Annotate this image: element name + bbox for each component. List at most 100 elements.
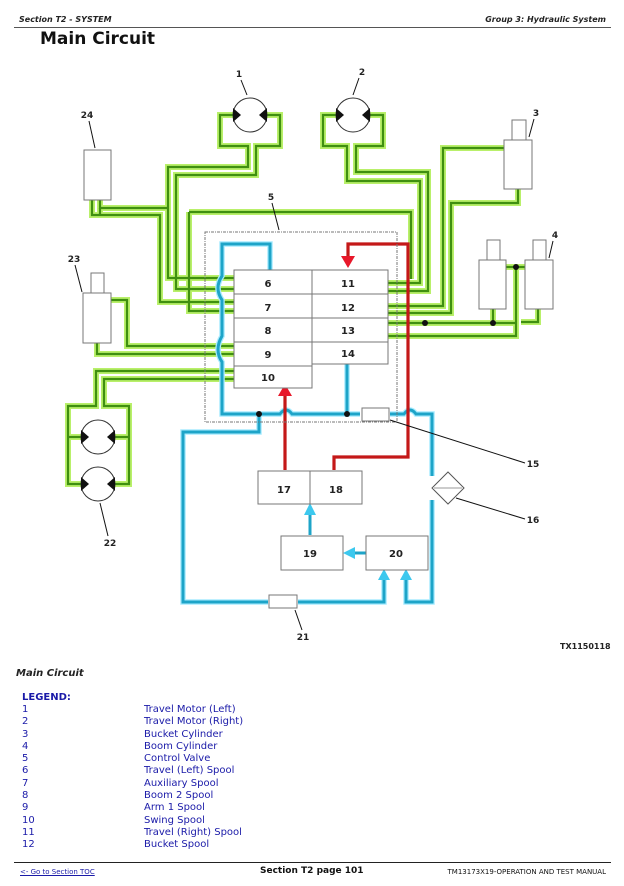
component-label: 20: [389, 549, 403, 560]
section-toc-link[interactable]: <- Go to Section TOC: [20, 868, 95, 876]
work-line: [66, 369, 234, 486]
spool-6: [233, 269, 313, 295]
work-line: [95, 343, 234, 356]
pump-18: [309, 470, 363, 505]
work-line: [354, 113, 430, 293]
work-line: [90, 200, 234, 304]
work-line: [102, 377, 234, 486]
spool-label: 13: [341, 326, 355, 337]
callout-1: 1: [236, 70, 242, 80]
legend-label: Swing Spool: [144, 814, 205, 826]
junction-dot: [422, 320, 428, 326]
pressure-lines: [278, 242, 410, 470]
legend-label: Travel (Right) Spool: [144, 826, 242, 838]
legend-number: 7: [22, 777, 29, 789]
footer-divider: [14, 862, 611, 863]
travel-motor-right: [335, 97, 371, 133]
legend-number: 2: [22, 716, 29, 728]
spool-label: 10: [261, 373, 275, 384]
figure-caption: Main Circuit: [16, 668, 84, 679]
callout-22: 22: [104, 539, 117, 549]
work-line: [521, 309, 540, 324]
spool-10: [233, 365, 313, 389]
legend-number: 5: [22, 753, 29, 765]
spool-8: [233, 317, 313, 343]
pressure-arrow: [278, 384, 292, 396]
callout-3: 3: [533, 109, 539, 119]
component-20: [365, 535, 429, 571]
work-line: [388, 189, 520, 315]
component-label: 19: [303, 549, 317, 560]
cylinder-23: [82, 272, 112, 344]
legend-number: 12: [22, 839, 35, 851]
work-line: [388, 146, 504, 308]
callouts: 1 2 3 4 5 15 16 21 22 23 24: [68, 68, 558, 643]
pump-17: [257, 470, 311, 505]
callout-24: 24: [81, 111, 94, 121]
spool-label: 9: [265, 350, 272, 361]
legend-number: 8: [22, 790, 29, 802]
work-line: [321, 113, 422, 285]
legend-label: Auxiliary Spool: [144, 777, 219, 789]
component-19: [280, 535, 344, 571]
callout-2: 2: [359, 68, 365, 78]
legend-number: 3: [22, 728, 29, 740]
return-lines: [180, 241, 435, 605]
pump-label: 17: [277, 485, 291, 496]
legend-label: Travel Motor (Right): [144, 716, 244, 728]
page-number: Section T2 page 101: [260, 866, 364, 876]
callout-21: 21: [297, 633, 310, 643]
component-16-cooler: [431, 471, 465, 505]
spool-9: [233, 341, 313, 367]
legend-label: Travel Motor (Left): [144, 704, 236, 715]
work-line: [388, 267, 518, 338]
legend-number: 10: [22, 814, 35, 826]
work-line-glow: [320, 112, 423, 286]
header-divider: [14, 27, 611, 28]
travel-motor-left: [232, 97, 268, 133]
control-valve-block: 6 7 8 9 10 11 12 13 14: [233, 269, 389, 389]
spool-label: 11: [341, 279, 355, 290]
legend-number: 1: [22, 704, 29, 715]
junction-dot: [256, 411, 262, 417]
legend-label: Arm 1 Spool: [144, 802, 205, 814]
junction-dot: [490, 320, 496, 326]
callout-4: 4: [552, 231, 558, 241]
work-line-glow: [97, 200, 168, 211]
legend-number: 11: [22, 826, 35, 838]
legend-item: 1 Travel Motor (Left): [22, 704, 243, 716]
work-line: [111, 298, 234, 348]
legend-item: 6 Travel (Left) Spool: [22, 765, 243, 777]
callout-5: 5: [268, 193, 274, 203]
legend-label: Travel (Left) Spool: [144, 765, 235, 777]
spool-label: 12: [341, 303, 355, 314]
work-line: [166, 113, 250, 280]
pump-label: 18: [329, 485, 343, 496]
legend-item: 10 Swing Spool: [22, 815, 243, 827]
bucket-cylinder: [503, 119, 533, 190]
flow-arrow-left: [343, 547, 355, 559]
hydraulic-circuit-diagram: 6 7 8 9 10 11 12 13 14 17 18 19 20: [65, 68, 558, 643]
component-21: [268, 594, 298, 609]
spool-13: [311, 317, 389, 343]
spool-label: 14: [341, 349, 355, 360]
legend-item: 7 Auxiliary Spool: [22, 778, 243, 790]
work-line: [187, 212, 234, 313]
callout-16: 16: [527, 516, 540, 526]
work-line: [174, 113, 282, 291]
legend-number: 6: [22, 765, 29, 777]
legend-label: Boom Cylinder: [144, 740, 218, 752]
boom-cylinder: [478, 239, 554, 310]
component-24: [83, 149, 112, 201]
return-line: [181, 242, 434, 604]
spool-label: 8: [265, 326, 272, 337]
spool-label: 6: [265, 279, 272, 290]
legend-item: 11 Travel (Right) Spool: [22, 827, 243, 839]
figure-id: TX1150118: [560, 642, 611, 651]
section-header: Section T2 - SYSTEM: [19, 15, 112, 24]
